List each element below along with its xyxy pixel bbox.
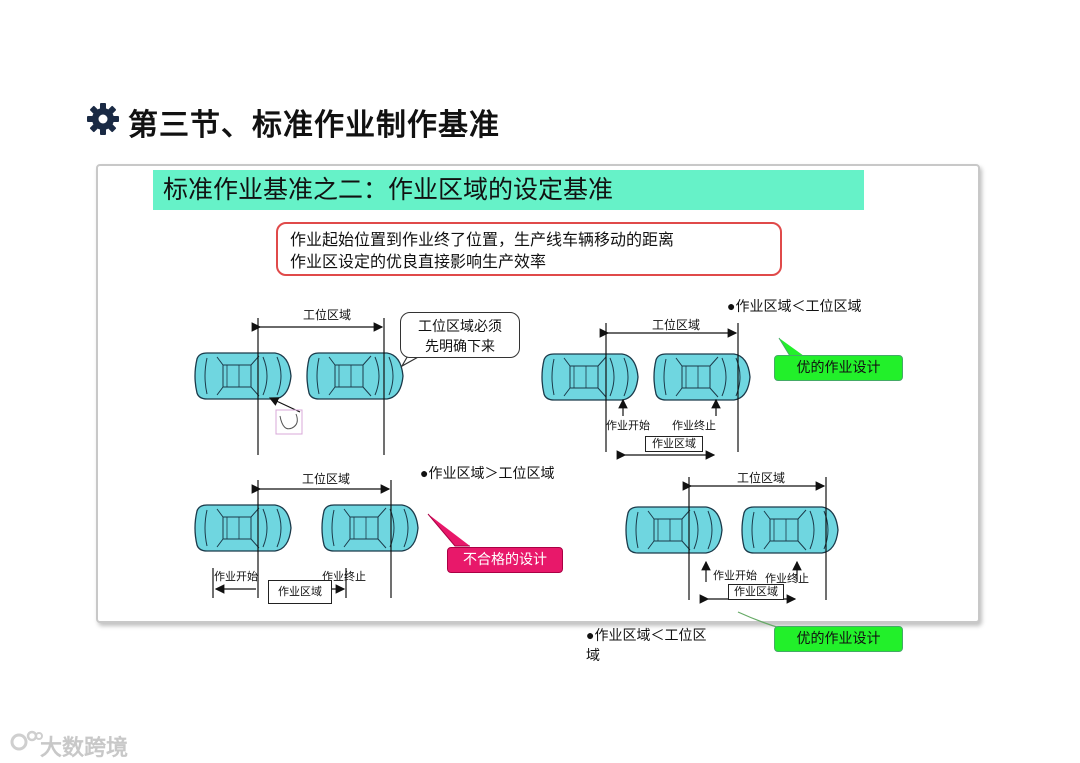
start-label-bottom-right: 作业开始 — [713, 570, 757, 582]
diagram-bottom-left — [194, 480, 470, 598]
span-label-top-right: 工位区域 — [652, 318, 701, 332]
end-label-bottom-left: 作业终止 — [322, 571, 366, 583]
verdict-bad-bottom-left: 不合格的设计 — [447, 547, 563, 573]
note-line-2: 作业区设定的优良直接影响生产效率 — [290, 254, 547, 271]
condition-bottom-right: ●作业区域＜工位区 域 — [586, 625, 706, 665]
note-line-1: 作业起始位置到作业终了位置，生产线车辆移动的距离 — [290, 232, 675, 249]
note-box: 作业起始位置到作业终了位置，生产线车辆移动的距离 作业区设定的优良直接影响生产效… — [276, 222, 782, 276]
span-label-top-left: 工位区域 — [303, 308, 352, 322]
bubble-line-2: 先明确下来 — [425, 338, 495, 354]
watermark-logo-icon — [10, 730, 43, 751]
verdict-good-top-right: 优的作业设计 — [774, 355, 903, 381]
condition-bottom-left: ●作业区域＞工位区域 — [420, 465, 555, 481]
end-label-bottom-right: 作业终止 — [765, 573, 809, 585]
condition-top-right: ●作业区域＜工位区域 — [727, 298, 862, 314]
diagram-top-left — [194, 318, 421, 455]
start-label-bottom-left: 作业开始 — [214, 571, 258, 583]
condition-bottom-right-line-1: ●作业区域＜工位区 — [586, 627, 707, 643]
work-area-box-bottom-left: 作业区域 — [268, 580, 332, 604]
diagram-bottom-right — [625, 477, 839, 629]
section-subtitle: 标准作业基准之二：作业区域的设定基准 — [153, 170, 864, 210]
bubble-line-1: 工位区域必须 — [418, 318, 502, 334]
verdict-good-bottom-right: 优的作业设计 — [774, 626, 903, 652]
page-title: 第三节、标准作业制作基准 — [128, 109, 500, 142]
work-area-box-top-right: 作业区域 — [645, 436, 703, 452]
start-label-top-right: 作业开始 — [606, 420, 650, 432]
watermark: 大数跨境 — [40, 735, 129, 760]
span-label-bottom-right: 工位区域 — [737, 471, 786, 485]
span-label-bottom-left: 工位区域 — [302, 472, 351, 486]
work-area-box-bottom-right: 作业区域 — [728, 584, 784, 600]
gear-icon — [87, 103, 119, 135]
condition-bottom-right-line-2: 域 — [586, 647, 600, 663]
end-label-top-right: 作业终止 — [672, 420, 716, 432]
callout-bubble: 工位区域必须 先明确下来 — [400, 312, 520, 358]
